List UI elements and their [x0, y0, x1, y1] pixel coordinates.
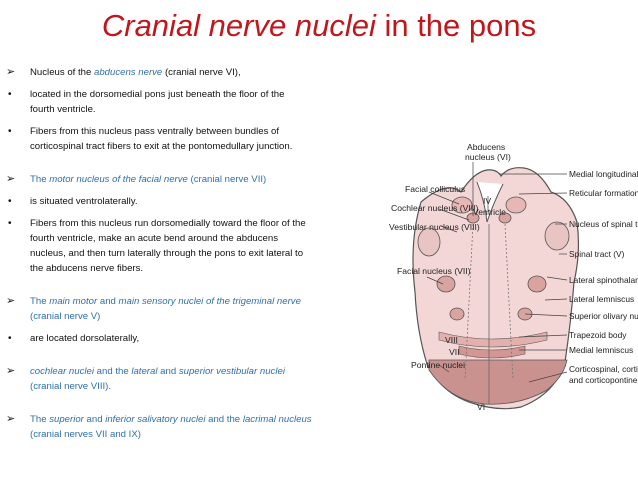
trapezoid-body [438, 331, 548, 348]
list-item: • Fibers from this nucleus pass ventrall… [8, 126, 293, 152]
pons-outline [412, 167, 580, 410]
label-lateral-lemniscus: Lateral lemniscus [569, 294, 634, 304]
slide-title: Cranial nerve nuclei in the pons [0, 8, 638, 44]
label-corticopontine: and corticopontine fibers [569, 375, 638, 385]
label-viii: VIII [445, 335, 458, 345]
list-item: • are located dorsolaterally, [8, 333, 140, 344]
facial-nucleus [527, 275, 547, 293]
right-labels: Medial longitudinal fasc Reticular forma… [569, 169, 638, 385]
dot-bullet-icon: • [8, 89, 12, 100]
left-leader-lines [426, 162, 489, 373]
bullet-list: ➢ Nucleus of the abducens nerve (cranial… [6, 65, 368, 442]
facial-nucleus [436, 275, 456, 293]
label-facial-colliculus: Facial colliculus [405, 184, 465, 194]
arrow-bullet-icon: ➢ [6, 365, 16, 377]
dot-bullet-icon: • [8, 126, 12, 137]
abducens-nucleus [498, 212, 512, 224]
arrow-bullet-icon: ➢ [6, 66, 16, 78]
superior-olivary-nucleus [449, 307, 465, 321]
list-item: ➢ The main motor and main sensory nuclei… [6, 295, 301, 322]
facial-colliculus [451, 196, 473, 214]
label-vi: VI [477, 402, 485, 412]
label-pontine-nuclei: Pontine nuclei [411, 360, 465, 370]
label-corticospinal: Corticospinal, corticobul [569, 364, 638, 374]
label-trapezoid: Trapezoid body [569, 330, 627, 340]
arrow-bullet-icon: ➢ [6, 295, 16, 307]
label-medial-lemniscus: Medial lemniscus [569, 345, 633, 355]
title-italic: Cranial nerve nuclei [101, 8, 376, 43]
fourth-ventricle [476, 181, 504, 223]
label-facial-nucleus: Facial nucleus (VII) [397, 266, 471, 276]
facial-colliculus [505, 196, 527, 214]
list-item: • located in the dorsomedial pons just b… [8, 89, 285, 115]
medial-lemniscus [458, 345, 526, 359]
list-item: ➢ The superior and inferior salivatory n… [6, 413, 312, 440]
label-spinal-tract: Spinal tract (V) [569, 249, 625, 259]
dot-bullet-icon: • [8, 333, 12, 344]
title-rest: in the pons [375, 8, 537, 43]
list-item: ➢ The motor nucleus of the facial nerve … [6, 173, 267, 185]
label-vii: VII [449, 347, 460, 357]
label-reticular: Reticular formation [569, 188, 638, 198]
right-leader-lines [499, 173, 568, 383]
arrow-bullet-icon: ➢ [6, 173, 16, 185]
label-olivary: Superior olivary nucleus [569, 311, 638, 321]
label-spinal-nucleus: Nucleus of spinal tract ( [569, 219, 638, 229]
arrow-bullet-icon: ➢ [6, 413, 16, 425]
list-item: • Fibers from this nucleus run dorsomedi… [8, 218, 306, 274]
label-abducens: Abducens [467, 142, 505, 152]
label-spinothalamic: Lateral spinothalamic tra [569, 275, 638, 285]
dot-bullet-icon: • [8, 196, 12, 207]
spinal-tract-v [544, 221, 570, 251]
label-iv: IV [483, 196, 491, 206]
label-abducens-nucleus: nucleus (VI) [465, 152, 511, 162]
highlight-text: motor nucleus of the facial nerve [49, 174, 188, 185]
dot-bullet-icon: • [8, 218, 12, 229]
label-vestibular-nucleus: Vestibular nucleus (VIII) [389, 222, 480, 232]
list-item: ➢ Nucleus of the abducens nerve (cranial… [6, 66, 241, 78]
label-ventricle: Ventricle [473, 207, 506, 217]
label-cochlear-nucleus: Cochlear nucleus (VIII) [391, 203, 479, 213]
pons-diagram: Abducens nucleus (VI) Facial colliculus … [389, 142, 638, 412]
ventral-pons [428, 359, 568, 405]
spinal-tract-v [417, 227, 441, 257]
left-labels: Abducens nucleus (VI) Facial colliculus … [389, 142, 511, 412]
list-item: ➢ cochlear nuclei and the lateral and su… [6, 365, 285, 392]
label-mlf: Medial longitudinal fasc [569, 169, 638, 179]
highlight-text: abducens nerve [94, 67, 163, 78]
list-item: • is situated ventrolaterally. [8, 196, 138, 207]
